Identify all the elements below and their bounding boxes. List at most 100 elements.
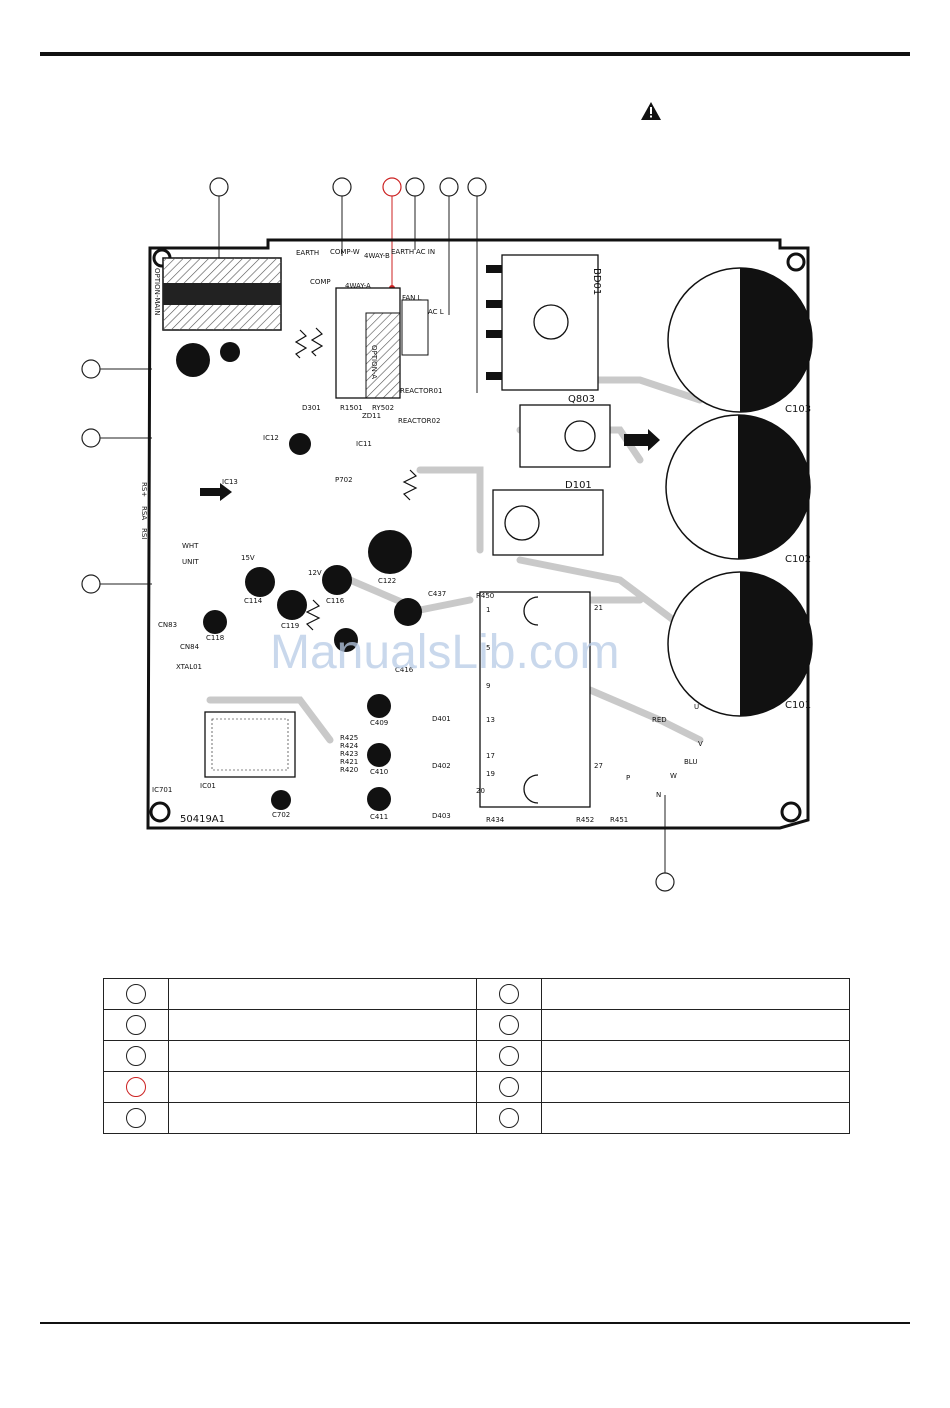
warning-triangle-icon [641,102,661,120]
label-c437: C437 [428,590,446,598]
label-c416: C416 [395,666,414,674]
microcontroller-ic01 [204,711,296,778]
label-c114: C114 [244,597,263,605]
legend-description [168,978,477,1010]
label-way-b: 4WAY-B [364,252,390,260]
label-r451: R451 [610,816,628,824]
label-c122: C122 [378,577,396,585]
label-r434: R434 [486,816,505,824]
label-c410: C410 [370,768,388,776]
label-pin17: 17 [486,752,495,760]
small-electrolytic-caps [176,342,422,811]
label-c102: C102 [785,554,811,565]
label-earth: EARTH [296,249,319,257]
legend-marker-highlight [126,1077,147,1097]
label-ic12: IC12 [263,434,279,442]
ipm-module [479,591,591,808]
callout-legend-table [102,978,850,1134]
label-c116: C116 [326,597,345,605]
capacitor-c103 [667,267,813,413]
label-wht: WHT [182,542,199,550]
resistor-zigzags [294,327,418,631]
callout-marker [405,177,425,197]
label-c702: C702 [272,811,290,819]
legend-description [541,1040,850,1072]
callout-marker [467,177,487,197]
label-q803: Q803 [568,394,595,405]
legend-description [541,1102,850,1134]
label-p: P [626,774,630,782]
label-r1501: R1501 [340,404,363,412]
bridge-diode-bd01 [486,254,599,391]
label-comp: COMP [310,278,331,286]
capacitor-c102 [665,414,811,560]
label-rs: RS+ [140,482,148,497]
label-12v: 12V [308,569,322,577]
pcb-diagram: EARTH COMP-W 4WAY-B EARTH AC IN FAN L AC… [81,177,813,892]
callout-marker [439,177,459,197]
legend-marker [499,984,520,1004]
label-w: W [670,772,677,780]
legend-row [102,1040,850,1072]
label-ac-in: AC IN [416,248,435,256]
callout-marker [332,177,352,197]
label-15v: 15V [241,554,255,562]
legend-row [102,978,850,1010]
label-option-a: OPTION-A [370,345,378,379]
capacitor-c101 [667,571,813,717]
label-d101: D101 [565,480,592,491]
callout-marker [81,574,101,594]
label-c101: C101 [785,700,811,711]
label-r425: R425 [340,734,358,742]
label-pin19: 19 [486,770,495,778]
label-comp-w: COMP-W [330,248,360,256]
label-pin1: 1 [486,606,490,614]
label-n: N [656,791,661,799]
label-ic01: IC01 [200,782,216,790]
label-p702: P702 [335,476,353,484]
callout-marker [81,359,101,379]
label-c119: C119 [281,622,299,630]
legend-description [168,1071,477,1103]
label-d402: D402 [432,762,451,770]
label-v: V [698,740,703,748]
transistor-q803 [519,404,660,468]
label-ic701: IC701 [152,786,172,794]
label-xtal01: XTAL01 [176,663,202,671]
label-r450: R450 [476,592,494,600]
label-ic13: IC13 [222,478,238,486]
label-pin21: 21 [594,604,603,612]
label-board-code: 50419A1 [180,814,225,825]
label-pin5: 5 [486,644,490,652]
label-cn83: CN83 [158,621,177,629]
legend-marker [499,1046,520,1066]
pcb-labels: EARTH COMP-W 4WAY-B EARTH AC IN FAN L AC… [140,248,811,825]
label-r423: R423 [340,750,358,758]
label-earth2: EARTH [391,248,414,256]
label-zd11: ZD11 [362,412,381,420]
label-option-main: OPTION-MAIN [153,268,161,315]
label-c103: C103 [785,404,811,415]
callout-leaders [100,196,666,873]
relay-block [335,287,429,399]
label-r424: R424 [340,742,359,750]
watermark: ManualsLib.com [270,626,620,679]
legend-description [541,1009,850,1041]
label-rsi: RSI [140,528,148,539]
label-r420: R420 [340,766,358,774]
label-c409: C409 [370,719,388,727]
label-pin13: 13 [486,716,495,724]
label-u: U [694,703,699,711]
label-pin20: 20 [476,787,485,795]
legend-marker [126,1108,147,1128]
label-c118: C118 [206,634,224,642]
label-pin9: 9 [486,682,490,690]
label-r452: R452 [576,816,594,824]
label-reactor02: REACTOR02 [398,417,440,425]
label-unit: UNIT [182,558,199,566]
label-r1502: RY502 [372,404,394,412]
label-way-a: 4WAY-A [345,282,371,290]
label-r421: R421 [340,758,358,766]
legend-description [168,1102,477,1134]
callout-markers [81,177,675,892]
